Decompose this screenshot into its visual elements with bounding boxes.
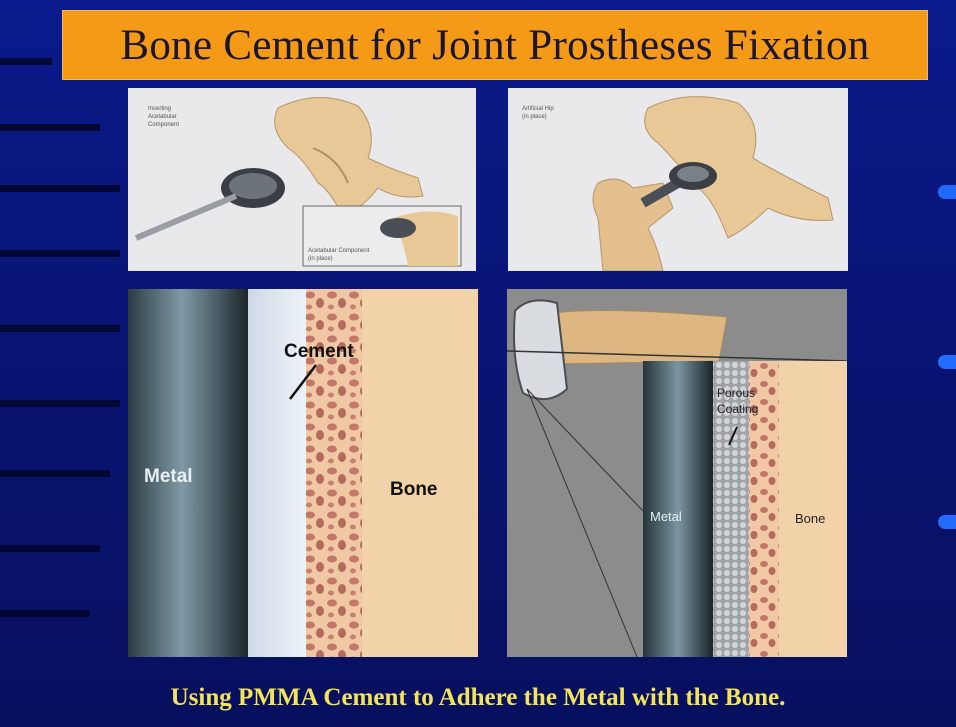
bone-layer-2 <box>779 361 847 657</box>
slide-title: Bone Cement for Joint Prostheses Fixatio… <box>120 21 869 70</box>
title-banner: Bone Cement for Joint Prostheses Fixatio… <box>62 10 928 80</box>
label-porous-2: Coating <box>717 402 758 416</box>
label-porous-1: Porous <box>717 386 755 400</box>
panel-inserting-acetabular: Inserting Acetabular Component Acetabula… <box>128 88 476 271</box>
decor-stripe <box>0 400 120 407</box>
decor-stripe <box>0 470 110 477</box>
decor-stripe <box>0 325 120 332</box>
label-metal-2: Metal <box>650 509 682 524</box>
cement-cross-section: Cement Metal Bone <box>128 289 478 657</box>
label-metal: Metal <box>144 466 193 487</box>
label-inserting-2: Acetabular <box>148 114 177 120</box>
hip-insertion-illustration: Inserting Acetabular Component Acetabula… <box>128 88 476 271</box>
decor-stripe <box>0 545 100 552</box>
decor-stripe <box>0 185 120 192</box>
porous-cross-section: Porous Coating Metal Bone <box>507 289 847 657</box>
decor-edge-mark <box>938 515 956 529</box>
decor-stripe <box>0 124 100 131</box>
panel-cement-interface: Cement Metal Bone <box>128 289 478 657</box>
label-inserting-1: Inserting <box>148 106 171 112</box>
artificial-hip-illustration: Artificial Hip (in place) <box>508 88 848 271</box>
slide-caption: Using PMMA Cement to Adhere the Metal wi… <box>0 684 956 712</box>
label-inserting-3: Component <box>148 122 179 128</box>
decor-stripe <box>0 610 90 617</box>
panel-artificial-hip: Artificial Hip (in place) <box>508 88 848 271</box>
label-bone-2: Bone <box>795 511 825 526</box>
label-inset-2: (in place) <box>308 256 333 262</box>
label-inset-1: Acetabular Component <box>308 248 370 254</box>
bone-layer <box>362 289 478 657</box>
decor-edge-mark <box>938 355 956 369</box>
label-cement: Cement <box>284 341 354 362</box>
label-artificial-1: Artificial Hip <box>522 106 554 112</box>
label-artificial-2: (in place) <box>522 114 547 120</box>
panel-porous-coating: Porous Coating Metal Bone <box>507 289 847 657</box>
decor-edge-mark <box>938 185 956 199</box>
decor-stripe <box>0 250 120 257</box>
label-bone: Bone <box>390 479 438 500</box>
decor-stripe <box>0 58 52 65</box>
